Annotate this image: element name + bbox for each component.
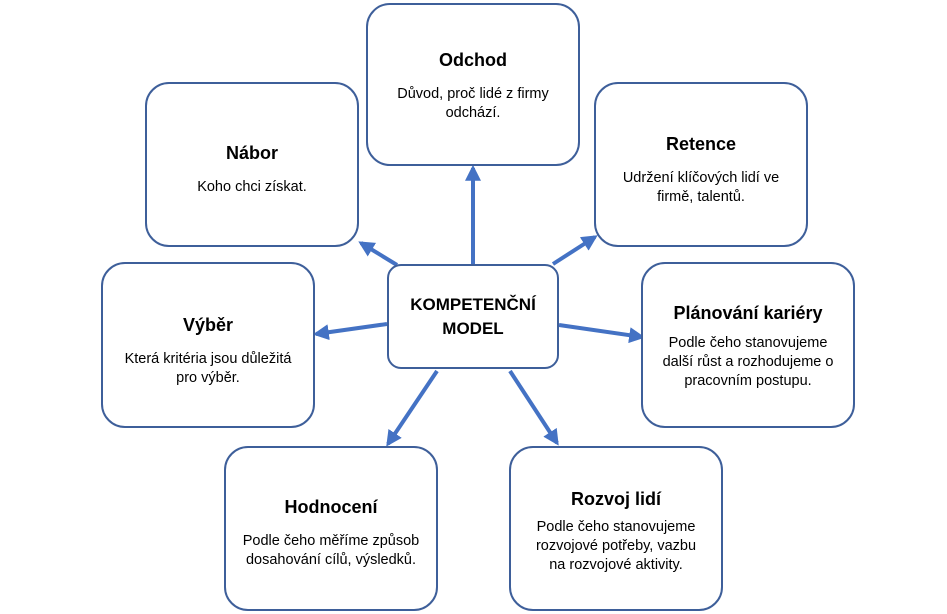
arrow-to-hodnoceni <box>386 369 439 447</box>
node-hodnoceni: Hodnocení Podle čeho měříme způsob dosah… <box>224 446 438 611</box>
center-node-kompetencni-model: KOMPETENČNÍ MODEL <box>387 264 559 369</box>
node-rozvoj-title: Rozvoj lidí <box>571 489 661 509</box>
node-planovani-kariery: Plánování kariéry Podle čeho stanovujeme… <box>641 262 855 428</box>
node-hodnoceni-title: Hodnocení <box>284 497 378 517</box>
node-retence: Retence Udržení klíčových lidí ve firmě,… <box>594 82 808 247</box>
node-nabor: Nábor Koho chci získat. <box>145 82 359 247</box>
arrow-to-retence <box>551 235 598 266</box>
arrow-to-vyber <box>312 322 388 341</box>
node-nabor-title: Nábor <box>225 143 278 163</box>
node-rozvoj-lidi: Rozvoj lidí Podle čeho stanovujeme rozvo… <box>509 446 723 611</box>
node-vyber-title: Výběr <box>182 315 234 335</box>
node-vyber: Výběr Která kritéria jsou důležitá pro v… <box>101 262 315 428</box>
node-hodnoceni-desc: Podle čeho měříme způsob dosahování cílů… <box>242 533 420 568</box>
node-odchod-title: Odchod <box>439 50 507 70</box>
arrow-to-planovani <box>558 323 646 344</box>
node-odchod: Odchod Důvod, proč lidé z firmy odchází. <box>366 3 580 166</box>
center-line-1: KOMPETENČNÍ <box>410 294 536 314</box>
node-planovani-title: Plánování kariéry <box>673 303 823 323</box>
node-nabor-desc: Koho chci získat. <box>197 179 307 195</box>
node-vyber-desc: Která kritéria jsou důležitá pro výběr. <box>124 351 292 386</box>
node-retence-desc: Udržení klíčových lidí ve firmě, talentů… <box>622 170 780 205</box>
node-planovani-desc: Podle čeho stanovujeme další růst a rozh… <box>662 335 834 389</box>
arrow-to-rozvoj <box>508 369 559 446</box>
node-odchod-desc: Důvod, proč lidé z firmy odchází. <box>397 86 549 121</box>
center-line-2: MODEL <box>442 318 504 338</box>
node-retence-title: Retence <box>665 134 737 154</box>
node-rozvoj-desc: Podle čeho stanovujeme rozvojové potřeby… <box>535 519 697 573</box>
arrow-to-nabor <box>358 241 399 267</box>
